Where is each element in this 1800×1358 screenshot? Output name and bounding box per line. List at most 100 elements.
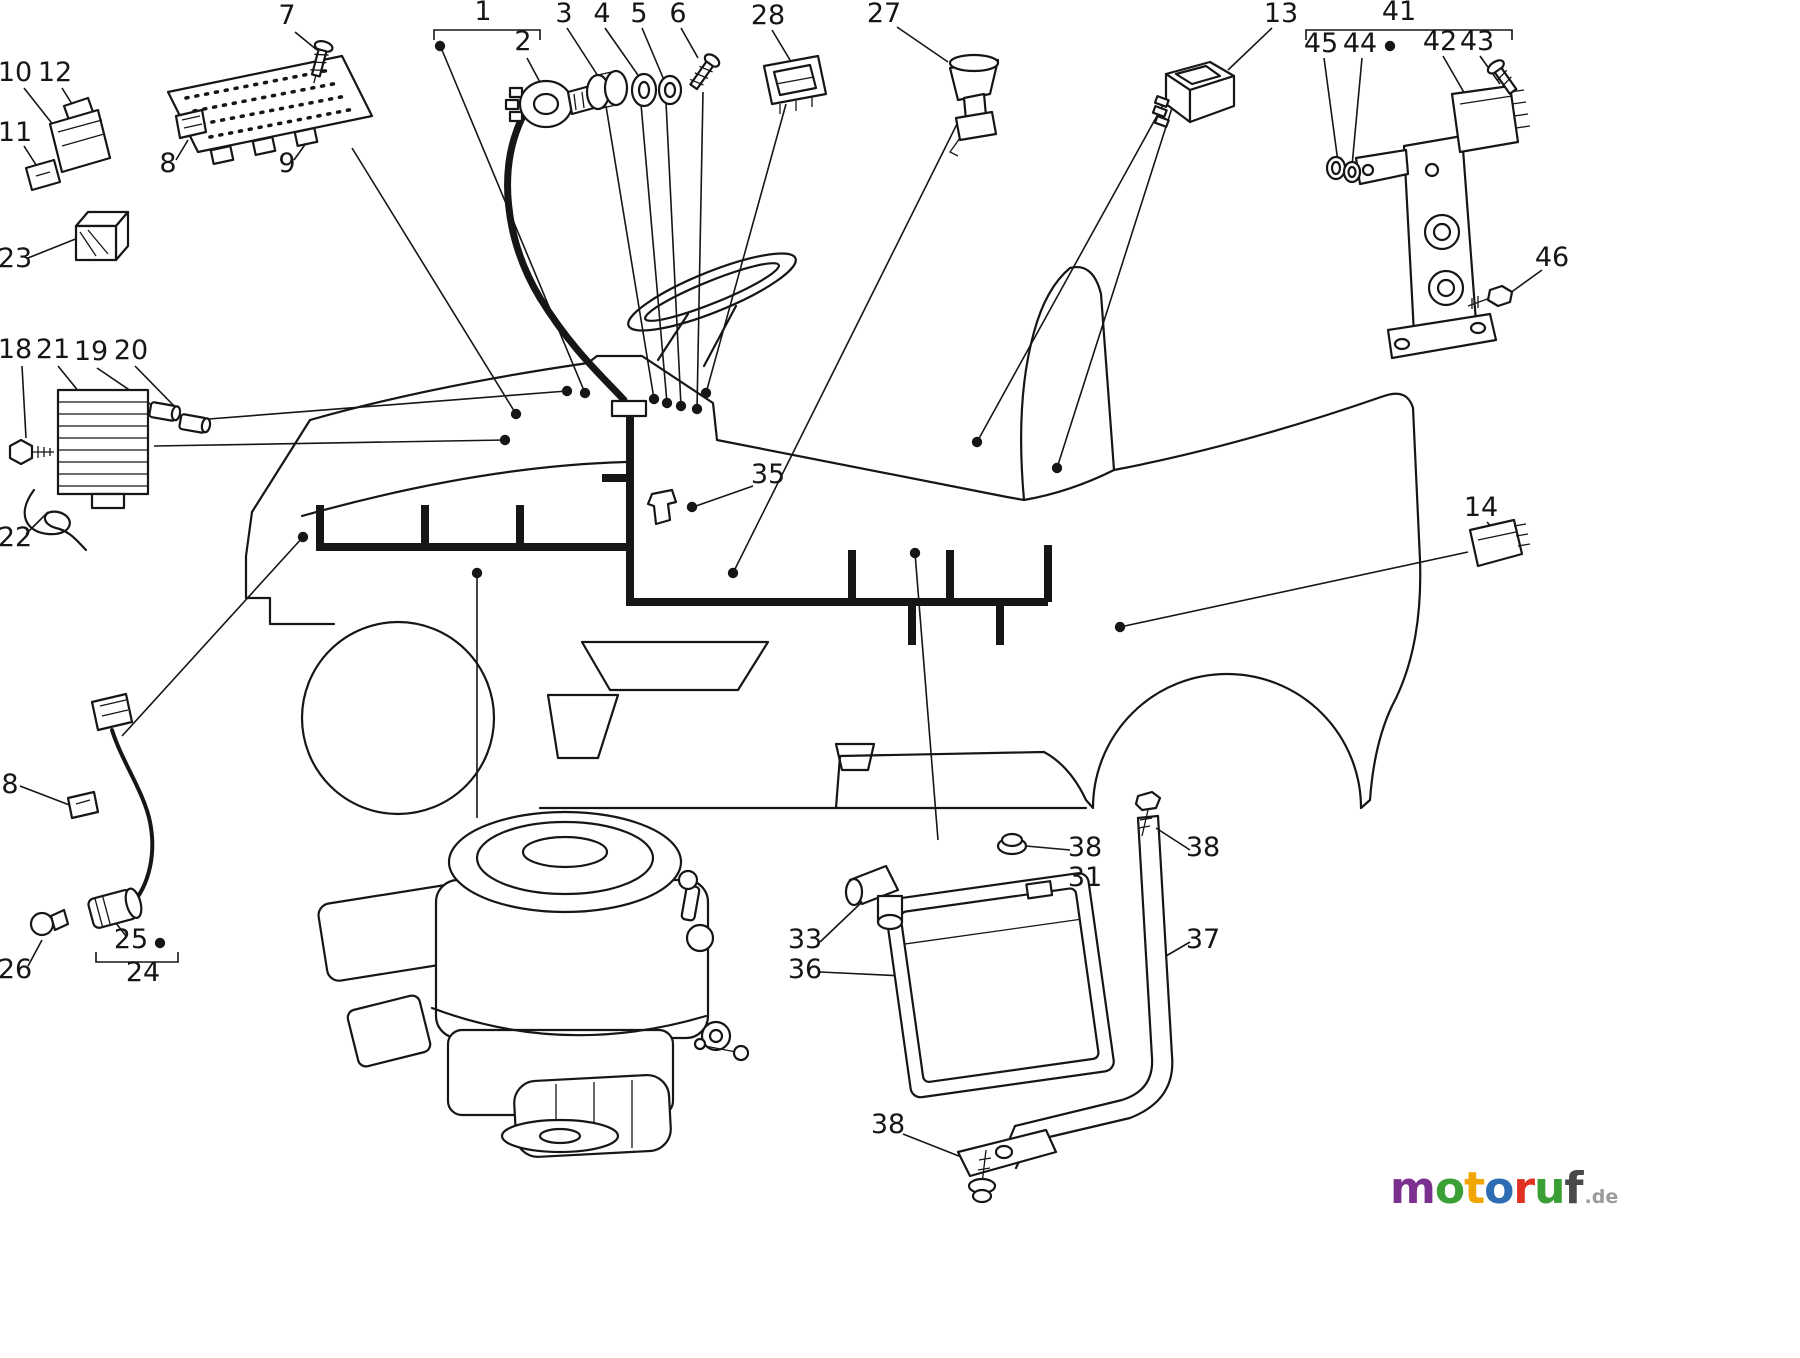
callout-31: 31 [1068, 862, 1102, 893]
connector-8-top [174, 108, 208, 140]
callout-bracket-41 [1305, 29, 1513, 40]
leader-line [121, 536, 304, 737]
leader-line [640, 103, 668, 404]
leader-lines [19, 26, 1543, 1163]
callout-9: 9 [278, 148, 295, 179]
key-cylinder-3 [585, 69, 629, 111]
logo-letter: o [1484, 1163, 1514, 1214]
reference-dot [154, 937, 166, 949]
bulb-26 [29, 908, 70, 937]
leader-line [27, 237, 79, 259]
leader-line [695, 485, 754, 507]
leader-line [21, 365, 27, 439]
headlight-harness [29, 692, 155, 937]
callout-23: 23 [0, 243, 32, 274]
callout-3: 3 [555, 0, 572, 29]
leader-line [1056, 107, 1173, 469]
callout-25: 25 [114, 924, 148, 955]
callout-8: 8 [159, 148, 176, 179]
reference-dot [297, 531, 309, 543]
reference-dot [971, 436, 983, 448]
callout-18: 18 [0, 334, 32, 365]
leader-line [819, 901, 863, 943]
logo-letter: m [1390, 1163, 1436, 1214]
interlock-switch-14 [1468, 518, 1531, 568]
bolt-38c [967, 1149, 997, 1204]
callout-21: 21 [36, 334, 70, 365]
leader-line [19, 785, 73, 807]
callout-38: 38 [1186, 832, 1220, 863]
harness-connector [610, 399, 648, 418]
ignition-cable [504, 114, 628, 404]
leader-line [294, 31, 318, 51]
reference-dot [499, 434, 511, 446]
callout-20: 20 [114, 335, 148, 366]
callout-1: 1 [474, 0, 491, 27]
reference-dot [675, 400, 687, 412]
callout-6: 6 [669, 0, 686, 29]
leader-line [604, 27, 641, 79]
bracket-flange [1386, 312, 1498, 360]
reference-dot [561, 385, 573, 397]
reference-dot [909, 547, 921, 559]
reference-dot [434, 40, 446, 52]
reference-dot [510, 408, 522, 420]
reference-dot [1384, 40, 1396, 52]
reference-dot [579, 387, 591, 399]
logo-letter: o [1434, 1163, 1465, 1214]
leader-line [605, 105, 655, 400]
bolt-46 [1467, 284, 1514, 309]
fuse-holder-10-12 [48, 96, 112, 174]
callout-45: 45 [1304, 28, 1338, 59]
callout-11: 11 [0, 117, 32, 148]
washer-4 [630, 72, 658, 108]
leader-line [1119, 551, 1469, 628]
nut-45 [1325, 155, 1347, 181]
leader-line [896, 26, 949, 63]
callout-46: 46 [1535, 242, 1569, 273]
leader-line [732, 121, 959, 574]
plunger-switch-27 [948, 53, 1000, 157]
callout-26: 26 [0, 954, 32, 985]
callout-38: 38 [1068, 832, 1102, 863]
voltage-regulator-21 [56, 388, 150, 510]
reference-dot [1051, 462, 1063, 474]
leader-line [134, 365, 181, 413]
callout-36: 36 [788, 954, 822, 985]
reference-dots [154, 40, 1396, 949]
bolt-38b [1134, 790, 1162, 837]
connector-20 [178, 413, 212, 434]
callout-5: 5 [630, 0, 647, 29]
steering-wheel [627, 252, 797, 368]
mounting-bracket-assembly [1325, 59, 1531, 360]
leader-line [680, 27, 699, 59]
callout-bracket-24 [95, 952, 179, 963]
reference-dot [661, 397, 673, 409]
screw-7 [310, 40, 334, 84]
callout-28: 28 [751, 0, 785, 31]
leader-line [175, 139, 189, 161]
callout-22: 22 [0, 522, 32, 553]
leader-line [1351, 57, 1363, 167]
leader-line [27, 939, 43, 967]
leader-line [665, 101, 682, 407]
leader-line [705, 103, 787, 394]
ground-spring-22 [23, 488, 88, 552]
callout-35: 35 [751, 459, 785, 490]
callout-42: 42 [1423, 26, 1457, 57]
logo-letter: f [1564, 1163, 1583, 1214]
logo-letter: u [1534, 1163, 1565, 1214]
leader-line [23, 87, 55, 127]
reference-dot [648, 393, 660, 405]
lamp-socket-25 [87, 887, 143, 929]
connector-19 [148, 401, 182, 422]
callout-8: 8 [1, 769, 18, 800]
callout-24: 24 [126, 957, 160, 988]
engine-illustration [317, 810, 750, 1158]
callout-27: 27 [867, 0, 901, 29]
leader-line [1227, 27, 1273, 71]
battery-clip-31 [1025, 880, 1054, 900]
